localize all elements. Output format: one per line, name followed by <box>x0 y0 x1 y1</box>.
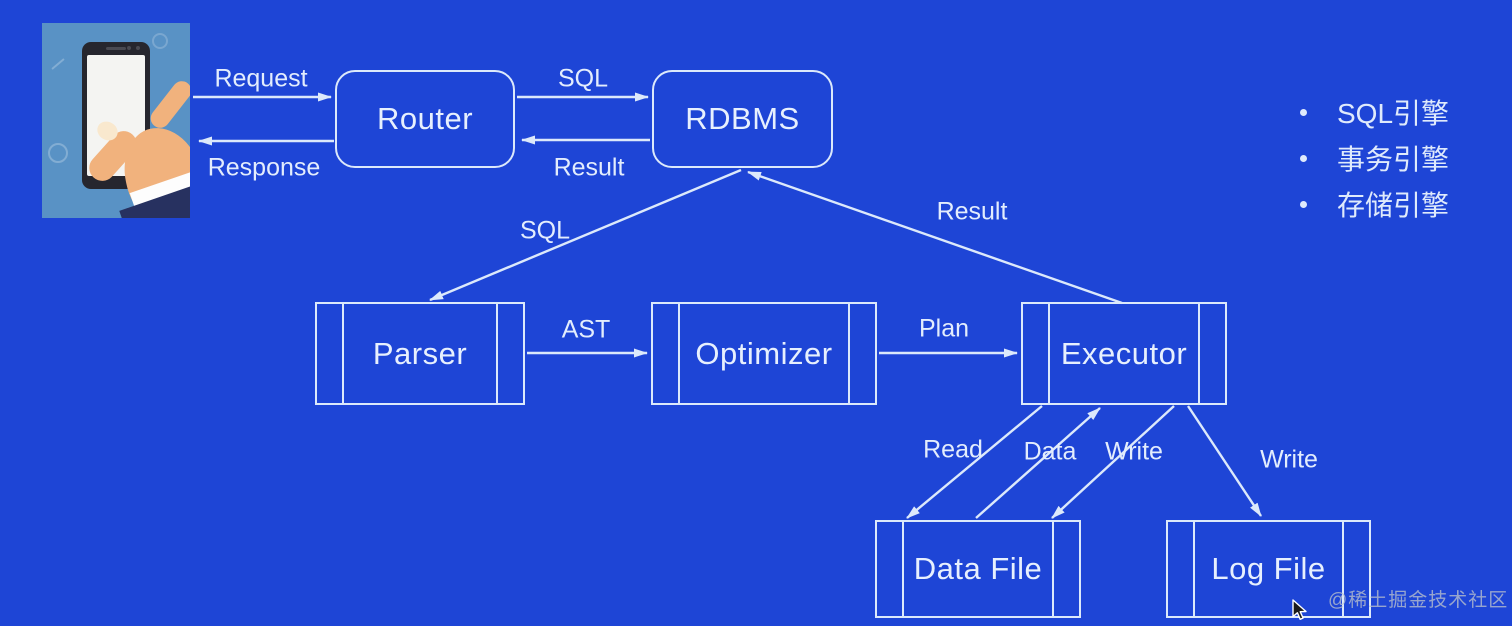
edge-label-write-data: Write <box>1105 437 1163 466</box>
process-bar <box>678 304 680 403</box>
edge-label-ast: AST <box>561 315 611 344</box>
watermark: @稀土掘金技术社区 <box>1328 590 1509 611</box>
edge-label-data: Data <box>1023 437 1077 466</box>
bullet-icon <box>1300 200 1307 208</box>
edge-sql-to-parser-line <box>429 168 742 302</box>
edge-label-write-log: Write <box>1260 445 1318 474</box>
decor-circle-icon <box>152 33 168 49</box>
bullet-icon <box>1300 154 1307 162</box>
node-data-file: Data File <box>875 520 1081 618</box>
legend-item-storage-engine: 存储引擎 <box>1300 181 1449 227</box>
edge-write-log-line <box>1187 405 1262 517</box>
edge-label-sql-to-parser: SQL <box>519 216 571 245</box>
process-bar <box>496 304 498 403</box>
node-rdbms: RDBMS <box>652 70 833 168</box>
hand-finger <box>146 77 190 132</box>
node-router: Router <box>335 70 515 168</box>
node-executor: Executor <box>1021 302 1227 405</box>
process-bar <box>1342 522 1344 616</box>
node-optimizer: Optimizer <box>651 302 877 405</box>
engine-legend: SQL引擎 事务引擎 存储引擎 <box>1300 89 1449 227</box>
process-bar <box>902 522 904 616</box>
legend-item-sql-engine: SQL引擎 <box>1300 89 1449 135</box>
edge-label-result-to-router: Result <box>553 153 625 182</box>
edge-label-response: Response <box>207 153 321 182</box>
node-log-file: Log File <box>1166 520 1371 618</box>
bullet-icon <box>1300 108 1307 116</box>
decor-line <box>51 58 65 70</box>
node-label: Log File <box>1211 551 1326 586</box>
node-parser: Parser <box>315 302 525 405</box>
node-label: Router <box>376 101 474 136</box>
process-bar <box>1198 304 1200 403</box>
legend-label: 事务引擎 <box>1337 144 1450 175</box>
phone-camera-dots <box>136 46 140 50</box>
decor-circle-icon <box>48 143 68 163</box>
edge-result-to-rdbms-line <box>747 170 1123 305</box>
node-label: Optimizer <box>695 335 833 371</box>
process-bar <box>848 304 850 403</box>
process-bar <box>342 304 344 403</box>
legend-label: 存储引擎 <box>1337 190 1450 221</box>
legend-item-transaction-engine: 事务引擎 <box>1300 135 1449 181</box>
phone-speaker <box>106 47 126 50</box>
edge-label-result-to-rdbms: Result <box>936 197 1008 226</box>
node-label: Parser <box>372 335 468 371</box>
edge-label-request: Request <box>214 64 308 93</box>
edge-label-read: Read <box>923 435 983 464</box>
edge-label-plan: Plan <box>918 314 970 343</box>
process-bar <box>1193 522 1195 616</box>
mouse-cursor-icon <box>1292 599 1307 620</box>
edge-label-sql-to-rdbms: SQL <box>557 64 609 93</box>
node-label: Executor <box>1060 335 1188 371</box>
legend-label: SQL引擎 <box>1337 98 1450 129</box>
process-bar <box>1052 522 1054 616</box>
node-label: RDBMS <box>685 101 800 136</box>
process-bar <box>1048 304 1050 403</box>
client-illustration <box>42 23 190 218</box>
node-label: Data File <box>913 551 1043 586</box>
